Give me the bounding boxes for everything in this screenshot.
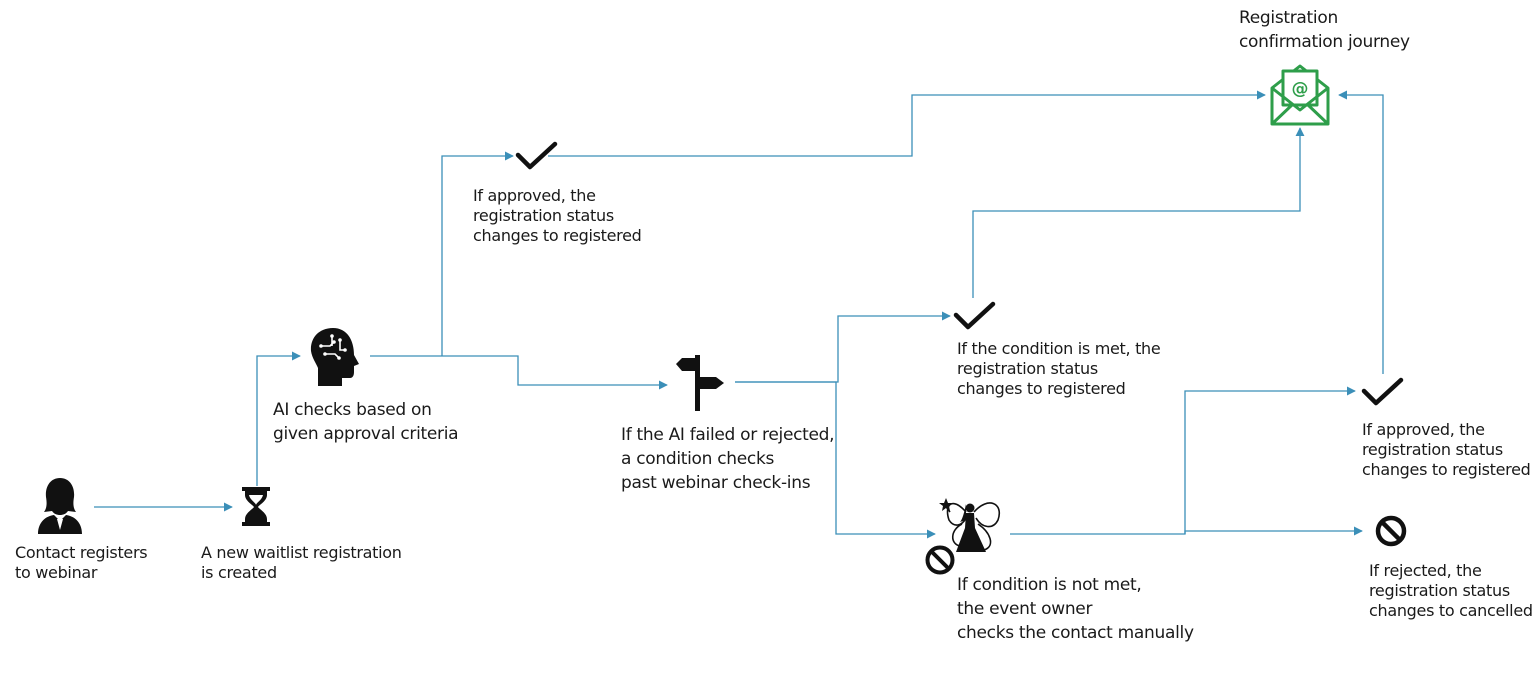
- connector-manual-to-rejected: [1184, 526, 1363, 536]
- contact-label: Contact registers to webinar: [15, 543, 148, 582]
- fairy-icon: [925, 498, 1001, 575]
- connector-condition-to-met: [735, 311, 951, 383]
- connector-waitlist-to-ai: [256, 351, 301, 486]
- signpost-icon: [676, 355, 724, 411]
- manual-check-label: If condition is not met, the event owner…: [957, 575, 1194, 643]
- connector-met-to-confirmation: [972, 127, 1305, 298]
- manual-rejected-label: If rejected, the registration status cha…: [1369, 561, 1533, 620]
- svg-text:@: @: [1292, 79, 1309, 99]
- person-icon: [38, 478, 82, 534]
- ban-icon: [1375, 515, 1407, 547]
- connector-ai-to-approved: [441, 151, 514, 356]
- email-at-icon: @: [1270, 64, 1330, 126]
- hourglass-icon: [242, 487, 270, 526]
- checkmark-icon: [1361, 377, 1404, 406]
- connector-approved-to-confirmation: [548, 90, 1266, 157]
- connector-condition-to-manual: [735, 381, 936, 539]
- waitlist-label: A new waitlist registration is created: [201, 543, 402, 582]
- checkmark-icon: [953, 301, 996, 330]
- condition-met-label: If the condition is met, the registratio…: [957, 339, 1161, 398]
- connector-manual-approved-to-confirmation: [1338, 90, 1384, 374]
- condition-label: If the AI failed or rejected, a conditio…: [621, 425, 835, 493]
- confirmation-label: Registration confirmation journey: [1239, 8, 1410, 52]
- ai-approved-label: If approved, the registration status cha…: [473, 186, 642, 245]
- checkmark-icon: [515, 141, 558, 170]
- manual-approved-label: If approved, the registration status cha…: [1362, 420, 1531, 479]
- connector-ai-to-condition: [370, 355, 668, 390]
- ai-head-icon: [310, 328, 359, 386]
- ai-check-label: AI checks based on given approval criter…: [273, 400, 459, 444]
- connector-manual-to-approved: [1010, 386, 1356, 535]
